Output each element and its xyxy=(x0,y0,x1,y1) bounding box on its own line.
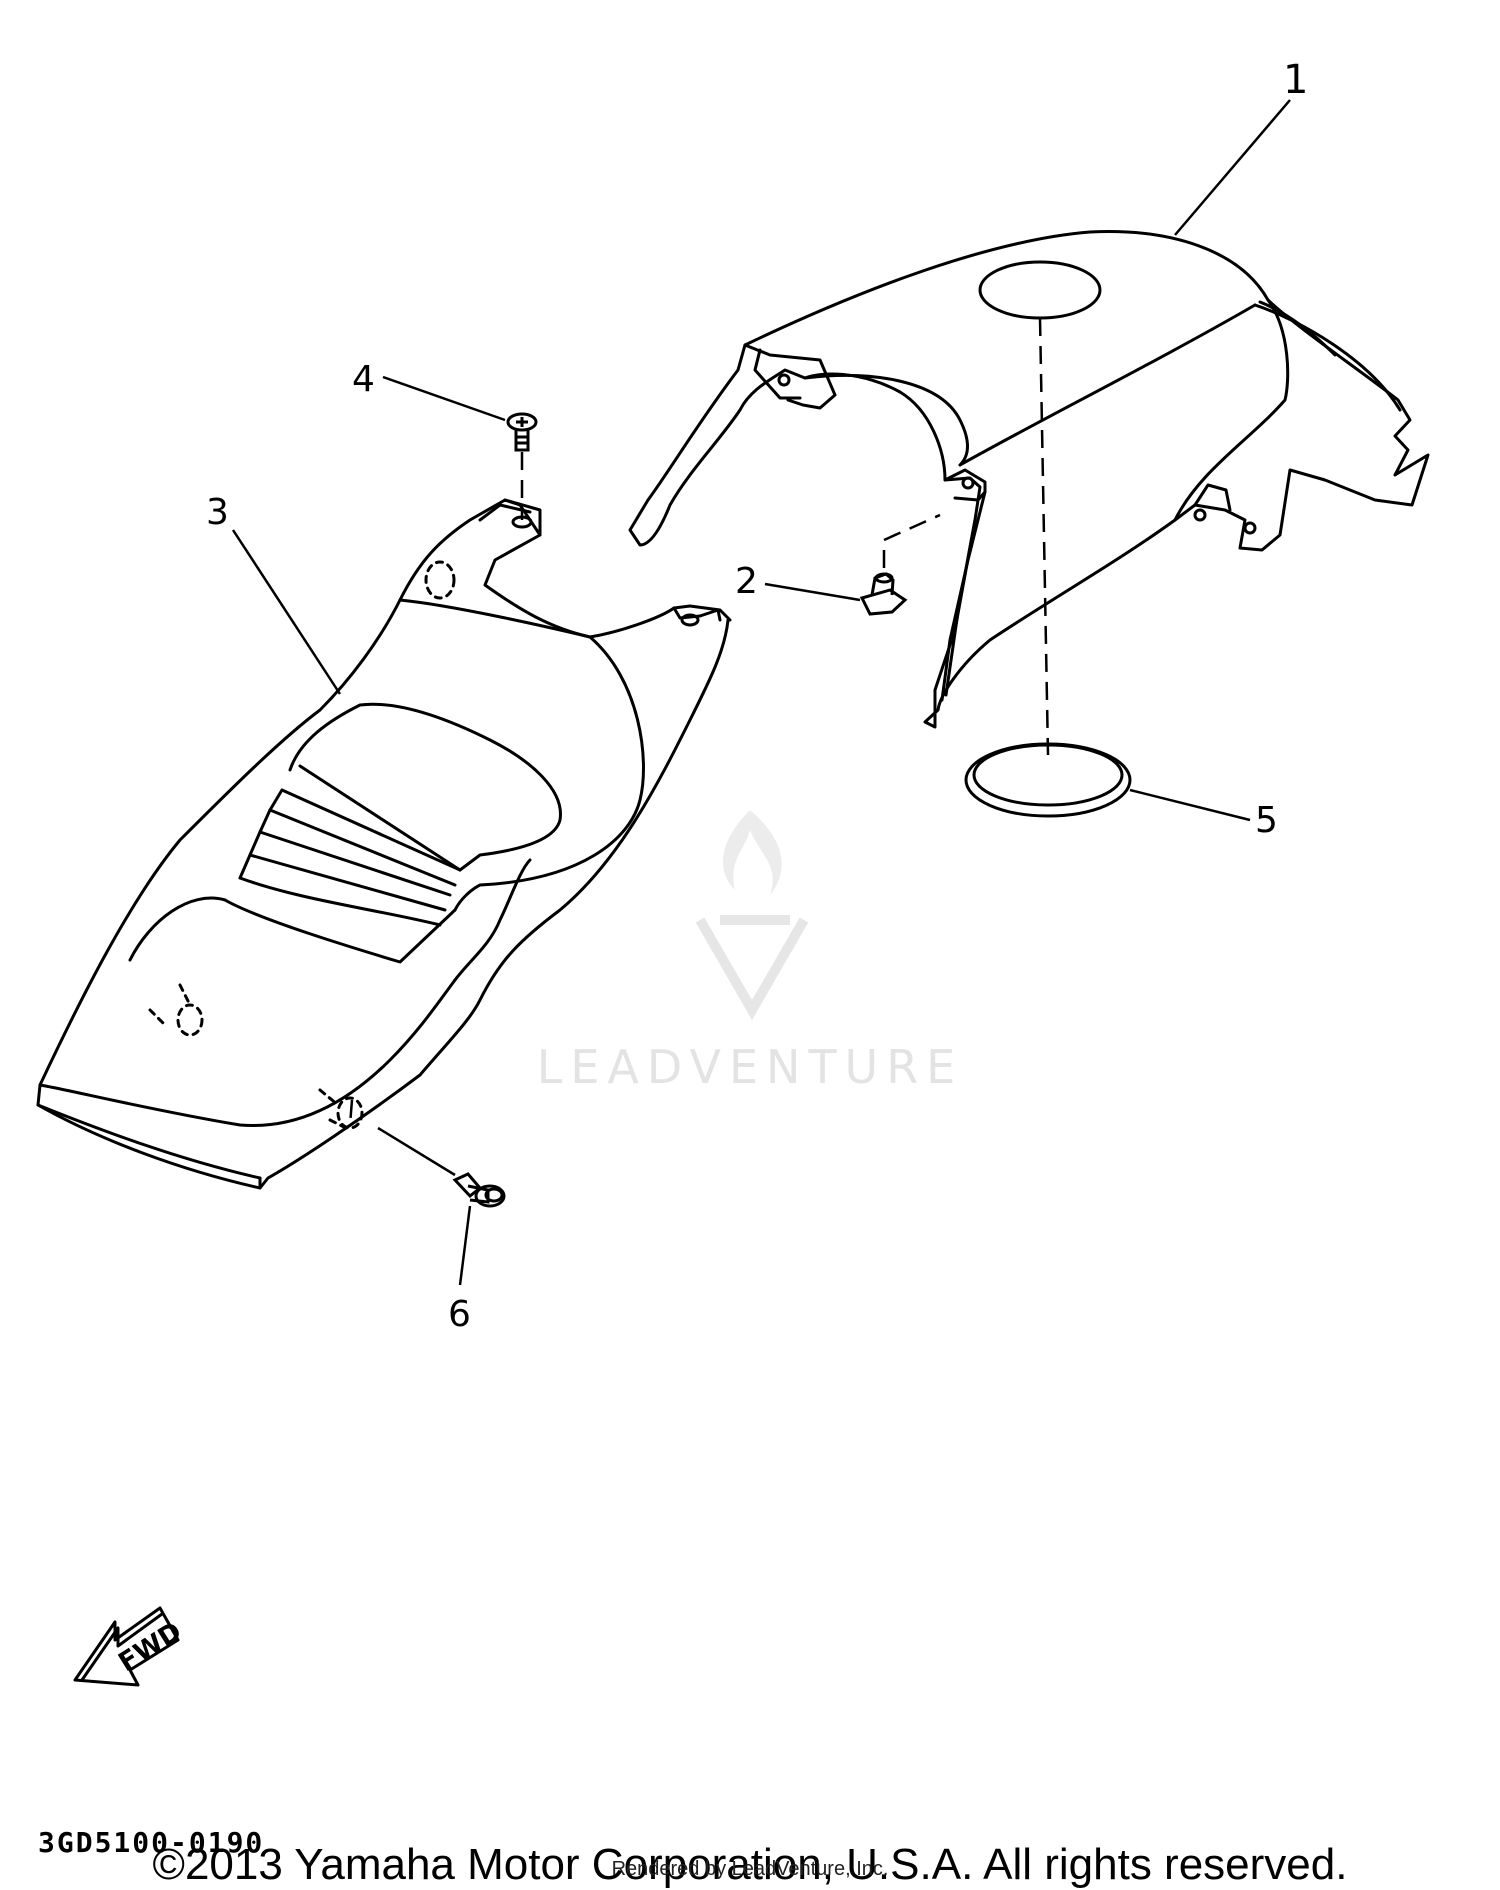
part-3-fender xyxy=(36,498,732,1190)
part-label-6: 6 xyxy=(448,1294,471,1335)
part-4-screw xyxy=(506,412,538,452)
watermark-text: LEADVENTURE xyxy=(536,1040,964,1094)
dashed-hole-bottom xyxy=(336,1096,364,1130)
fwd-arrow-icon: FWD xyxy=(73,1606,188,1687)
part-label-4: 4 xyxy=(352,359,375,400)
fwd-label: FWD xyxy=(114,1617,188,1678)
rendered-by-notice: Rendered by LeadVenture, Inc. xyxy=(611,1858,889,1880)
assembly-lines xyxy=(348,317,1050,1126)
leader-lines xyxy=(231,99,1291,1286)
reference-code: 3GD5100-0190 xyxy=(38,1826,265,1859)
part-label-1: 1 xyxy=(1283,57,1309,103)
part-label-2: 2 xyxy=(735,561,758,602)
dashed-hole-left xyxy=(176,1003,204,1037)
part-1-cover xyxy=(628,230,1430,729)
part-label-5: 5 xyxy=(1255,800,1278,841)
part-6-bolt xyxy=(452,1172,506,1208)
part-label-3: 3 xyxy=(206,492,229,533)
dashed-hole-top xyxy=(424,560,456,600)
watermark-logo xyxy=(695,810,809,1020)
part-2-grommet xyxy=(859,572,908,616)
fuel-cap-hole xyxy=(978,260,1102,320)
